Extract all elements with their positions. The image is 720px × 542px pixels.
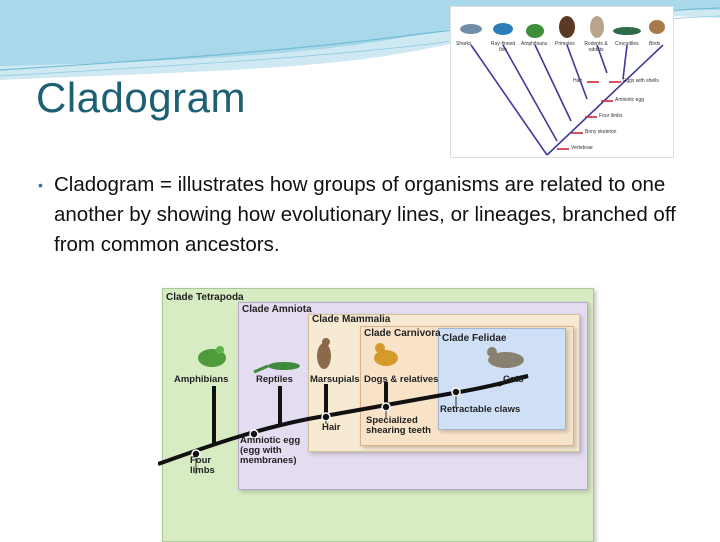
clade-tetrapoda-label: Clade Tetrapoda xyxy=(166,292,244,303)
top-trait-label: Vertebrae xyxy=(571,145,593,151)
lizard-illustration xyxy=(253,362,300,374)
kangaroo-illustration xyxy=(317,338,331,369)
top-organism-label: Crocodiles xyxy=(615,41,639,47)
clade-mammalia-label: Clade Mammalia xyxy=(312,314,391,325)
top-organism-label: Primates xyxy=(555,41,575,47)
frog-illustration xyxy=(198,346,226,367)
clade-felidae-box xyxy=(438,328,566,430)
cladogram-branches xyxy=(158,338,529,474)
trait-label-shearing-teeth: Specialized shearing teeth xyxy=(366,416,431,436)
frog-icon xyxy=(526,24,544,38)
organism-label-cats: Cats xyxy=(503,374,524,385)
trait-label-four-limbs: Four limbs xyxy=(190,456,215,476)
top-organism-label: Ray-finned fish xyxy=(490,41,516,53)
trait-line: Specialized xyxy=(366,415,418,426)
trait-label-hair: Hair xyxy=(322,422,341,433)
trait-line: (egg with xyxy=(240,445,282,456)
slide-title: Cladogram xyxy=(36,74,246,121)
shark-icon xyxy=(460,24,482,34)
top-trait-label: Eggs with shells xyxy=(623,78,659,84)
clade-felidae-label: Clade Felidae xyxy=(442,333,507,344)
main-cladogram: Clade Tetrapoda Clade Amniota Clade Mamm… xyxy=(158,286,598,542)
trait-line: shearing teeth xyxy=(366,425,431,436)
organism-label-amphibians: Amphibians xyxy=(174,374,229,385)
organism-label-marsupials: Marsupials xyxy=(310,374,360,385)
bullet-dot-icon: • xyxy=(38,177,43,193)
top-trait-label: Four limbs xyxy=(599,113,623,119)
trait-line: Amniotic egg xyxy=(240,435,301,446)
top-organism-label: Amphibians xyxy=(521,41,548,47)
top-organism-label: Sharks xyxy=(456,41,472,47)
bird-icon xyxy=(649,20,665,34)
trait-line: membranes) xyxy=(240,455,297,466)
trait-line: limbs xyxy=(190,465,215,476)
top-cladogram-figure xyxy=(460,16,665,156)
top-trait-label: Bony skeleton xyxy=(585,129,617,135)
rabbit-icon xyxy=(590,16,604,38)
bullet-text: Cladogram = illustrates how groups of or… xyxy=(54,173,676,256)
top-organism-label: Rodents & rabbits xyxy=(584,41,608,53)
cat-illustration xyxy=(487,347,524,368)
top-cladogram: Sharks Ray-finned fish Amphibians Primat… xyxy=(450,6,674,158)
trait-label-amniotic-egg: Amniotic egg (egg with membranes) xyxy=(240,436,300,466)
organism-label-reptiles: Reptiles xyxy=(256,374,293,385)
primate-icon xyxy=(559,16,575,38)
top-trait-label: Amniotic egg xyxy=(615,97,644,103)
clade-amniota-label: Clade Amniota xyxy=(242,304,312,315)
dog-illustration xyxy=(374,343,398,366)
trait-line: Four xyxy=(190,455,212,466)
trait-label-retractable-claws: Retractable claws xyxy=(440,404,521,415)
organism-label-dogs: Dogs & relatives xyxy=(364,374,439,385)
top-trait-label: Hair xyxy=(573,78,583,84)
crocodile-icon xyxy=(613,27,641,35)
fish-icon xyxy=(493,23,513,35)
bullet-item: • Cladogram = illustrates how groups of … xyxy=(38,170,694,260)
top-organism-label: Birds xyxy=(649,41,661,47)
clade-carnivora-label: Clade Carnivora xyxy=(364,328,441,339)
